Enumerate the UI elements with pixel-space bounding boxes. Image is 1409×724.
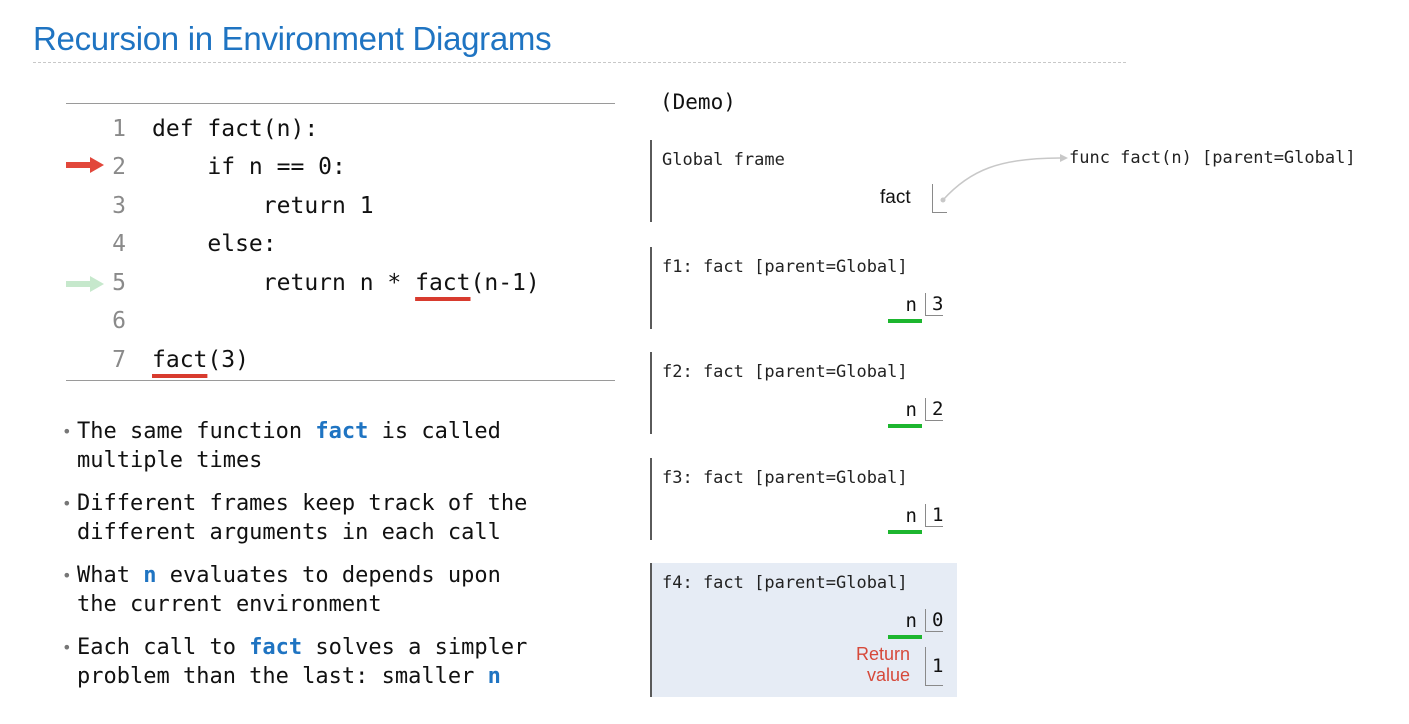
bullet-dot: • <box>62 494 72 513</box>
frame-variable: n <box>905 294 917 316</box>
variable-highlight <box>888 530 922 534</box>
code-line: 2 if n == 0: <box>0 148 640 186</box>
bullet-dot: • <box>62 638 72 657</box>
frame-value: 0 <box>925 609 944 632</box>
bullet-dot: • <box>62 566 72 585</box>
title-divider <box>33 62 1126 63</box>
bullet-keyword: fact <box>315 419 369 444</box>
line-number: 2 <box>112 154 126 180</box>
bullet-keyword: n <box>143 563 157 588</box>
bullet-keyword: fact <box>249 635 303 660</box>
global-frame: Global frame fact <box>650 140 957 222</box>
bullet-text: What <box>77 563 144 588</box>
code-text: return 1 <box>152 193 374 219</box>
frame-f1: f1: fact [parent=Global] n 3 <box>650 247 957 329</box>
demo-label: (Demo) <box>660 90 736 114</box>
code-text: if n == 0: <box>152 154 346 180</box>
frame-value: 3 <box>925 293 944 316</box>
recursive-call: fact <box>415 270 471 296</box>
bullet-text: Different frames keep track of the diffe… <box>77 491 528 545</box>
bullet-item: • Each call to fact solves a simpler prob… <box>62 634 622 691</box>
current-line-arrow-icon <box>66 157 104 173</box>
frame-variable: n <box>905 610 917 632</box>
code-segment: (n-1) <box>470 270 540 296</box>
frame-name: f4: fact [parent=Global] <box>662 573 908 593</box>
frame-f4: f4: fact [parent=Global] n 0 Return valu… <box>650 563 957 697</box>
code-top-rule <box>66 103 615 104</box>
bullet-keyword: n <box>487 663 501 689</box>
code-text: def fact(n): <box>152 116 319 142</box>
frame-name: f1: fact [parent=Global] <box>662 257 908 277</box>
code-line: 5 return n * fact(n-1) <box>0 264 640 302</box>
code-line: 4 else: <box>0 225 640 263</box>
bullet-list: • The same function fact is called multip… <box>62 418 622 706</box>
frame-name: f3: fact [parent=Global] <box>662 468 908 488</box>
frame-f3: f3: fact [parent=Global] n 1 <box>650 458 957 540</box>
bullet-item: • The same function fact is called multip… <box>62 418 622 475</box>
pointer-cell <box>932 184 947 213</box>
bullet-text: The same function <box>77 419 316 444</box>
frame-value: 1 <box>925 504 944 527</box>
code-line: 6 <box>0 302 640 340</box>
bullet-dot: • <box>62 422 72 441</box>
bullet-text: is called multiple times <box>77 419 501 473</box>
code-text: return n * fact(n-1) <box>152 264 540 302</box>
return-label-line: value <box>866 665 910 685</box>
bullet-item: • Different frames keep track of the diff… <box>62 490 622 547</box>
frame-variable: n <box>905 505 917 527</box>
variable-highlight <box>888 319 922 323</box>
code-line: 3 return 1 <box>0 187 640 225</box>
code-line: 7 fact(3) <box>0 341 640 379</box>
line-number: 5 <box>112 270 126 296</box>
code-bottom-rule <box>66 380 615 381</box>
next-line-arrow-icon <box>66 276 104 292</box>
frame-variable: n <box>905 399 917 421</box>
code-line: 1 def fact(n): <box>0 110 640 148</box>
frame-name: f2: fact [parent=Global] <box>662 362 908 382</box>
line-number: 3 <box>112 193 126 219</box>
return-label-line: Return <box>855 644 910 664</box>
line-number: 6 <box>112 308 126 334</box>
code-text: fact(3) <box>152 341 249 379</box>
code-text: else: <box>152 231 277 257</box>
frame-f2: f2: fact [parent=Global] n 2 <box>650 352 957 434</box>
code-segment: return n * <box>152 270 416 296</box>
bullet-text: Each call to <box>77 635 250 660</box>
bullet-text: evaluates to depends upon the current en… <box>77 563 501 617</box>
variable-highlight <box>888 424 922 428</box>
function-object: func fact(n) [parent=Global] <box>1069 148 1356 168</box>
return-value: 1 <box>925 647 944 686</box>
code-segment: (3) <box>207 347 249 373</box>
slide-title: Recursion in Environment Diagrams <box>33 20 552 57</box>
frame-value: 2 <box>925 398 944 421</box>
line-number: 7 <box>112 347 126 373</box>
frame-name: Global frame <box>662 150 785 170</box>
return-value-label: Return value <box>842 644 910 686</box>
frame-variable: fact <box>880 187 911 208</box>
bullet-text: solves a simpler problem than the last: … <box>77 635 528 689</box>
bullet-item: • What n evaluates to depends upon the cu… <box>62 562 622 619</box>
initial-call: fact <box>152 347 208 373</box>
line-number: 4 <box>112 231 126 257</box>
line-number: 1 <box>112 116 126 142</box>
variable-highlight <box>888 635 922 639</box>
